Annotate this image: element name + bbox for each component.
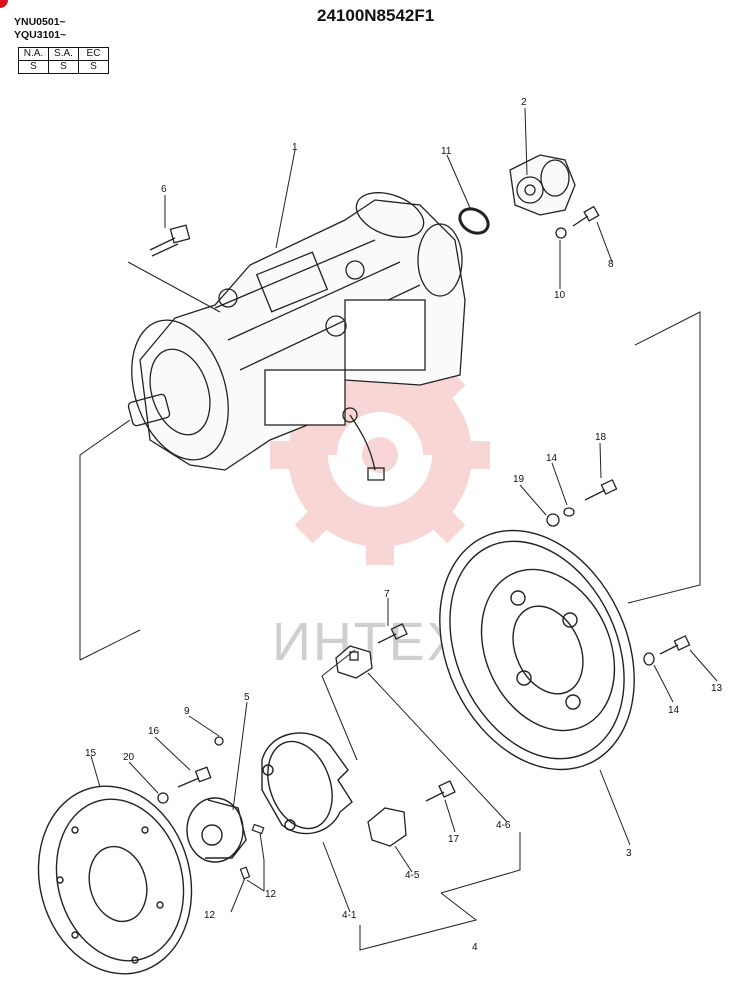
callout-9: 9 — [184, 706, 190, 717]
pin-12b — [239, 866, 251, 880]
o-ring — [458, 207, 490, 235]
serial-line-2: YQU3101~ — [14, 29, 67, 41]
insert-4-6 — [335, 645, 373, 679]
callout-14b: 14 — [668, 705, 680, 716]
washer-14-upper — [563, 507, 575, 517]
flywheel — [37, 785, 193, 975]
callout-labels: 1 2 3 4 4-1 4-5 4-6 5 6 7 8 9 10 11 12 1… — [85, 97, 723, 953]
callout-5: 5 — [244, 692, 250, 703]
washer-14-lower — [643, 652, 655, 666]
callout-14a: 14 — [546, 453, 558, 464]
callout-15: 15 — [85, 748, 97, 759]
callout-4: 4 — [472, 942, 478, 953]
callout-16: 16 — [148, 726, 160, 737]
main-pump-assembly — [127, 192, 466, 481]
serial-line-1: YNU0501~ — [14, 16, 66, 28]
coupling-hub — [186, 797, 247, 863]
bolt-18 — [584, 479, 618, 501]
bolt-16 — [177, 766, 212, 788]
bolt-7 — [377, 623, 408, 644]
coupling-element — [261, 732, 353, 835]
callout-8: 8 — [608, 259, 614, 270]
val-sa: S — [48, 60, 79, 74]
corner-mark — [0, 0, 8, 8]
val-na: S — [18, 60, 49, 74]
washer-10 — [555, 227, 567, 239]
bolt-6 — [149, 224, 191, 257]
callout-12b: 12 — [204, 910, 216, 921]
val-ec: S — [78, 60, 109, 74]
leader-lines — [79, 107, 718, 951]
callout-12a: 12 — [265, 889, 277, 900]
washer-19 — [546, 513, 560, 527]
callout-20: 20 — [123, 752, 135, 763]
callout-1: 1 — [292, 142, 298, 153]
pin-12a — [251, 823, 265, 835]
callout-11: 11 — [441, 146, 452, 157]
housing-plate — [439, 529, 635, 771]
bolt-8 — [572, 205, 600, 227]
gear-pump — [509, 154, 576, 216]
callout-7: 7 — [384, 589, 390, 600]
callout-13: 13 — [711, 683, 723, 694]
washer-20 — [157, 792, 169, 804]
callout-10: 10 — [554, 290, 566, 301]
part-number-title: 24100N8542F1 — [317, 6, 435, 25]
callout-4-5: 4-5 — [405, 870, 420, 881]
callout-2: 2 — [521, 97, 527, 108]
insert-4-5 — [367, 807, 407, 847]
callout-17: 17 — [448, 834, 460, 845]
setscrew-9 — [214, 736, 224, 746]
callout-4-1: 4-1 — [342, 910, 357, 921]
watermark-logo — [270, 345, 490, 565]
bolt-13 — [659, 635, 691, 655]
callout-6: 6 — [161, 184, 167, 195]
bolt-17 — [425, 780, 456, 802]
callout-19: 19 — [513, 474, 525, 485]
applicability-table: N.A. S.A. EC S S S — [18, 47, 109, 74]
callout-18: 18 — [595, 432, 607, 443]
callout-4-6: 4-6 — [496, 820, 511, 831]
callout-3: 3 — [626, 848, 632, 859]
